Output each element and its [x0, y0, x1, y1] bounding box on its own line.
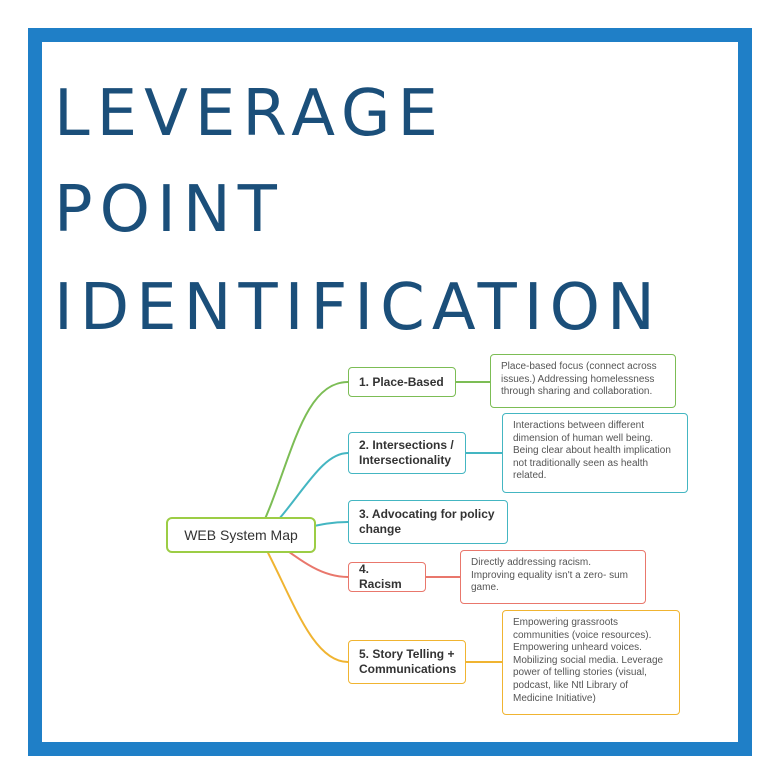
title-line-2: POINT — [54, 173, 284, 247]
blue-frame — [28, 28, 752, 756]
note-story-telling: Empowering grassroots communities (voice… — [502, 610, 680, 715]
title-line-3: IDENTIFICATION — [54, 271, 662, 345]
connector-branch-5 — [257, 533, 349, 663]
branch-node-advocating[interactable]: 3. Advocating for policy change — [348, 500, 508, 544]
note-intersections: Interactions between different dimension… — [502, 413, 688, 493]
branch-node-racism[interactable]: 4. Racism — [348, 562, 426, 592]
title-line-1: LEVERAGE — [54, 77, 445, 151]
note-racism: Directly addressing racism. Improving eq… — [460, 550, 646, 604]
branch-node-intersections[interactable]: 2. Intersections / Intersectionality — [348, 432, 466, 474]
root-node[interactable]: WEB System Map — [166, 517, 316, 553]
note-place-based: Place-based focus (connect across issues… — [490, 354, 676, 408]
branch-node-story-telling[interactable]: 5. Story Telling + Communications — [348, 640, 466, 684]
branch-node-place-based[interactable]: 1. Place-Based — [348, 367, 456, 397]
connector-branch-1 — [257, 381, 349, 535]
